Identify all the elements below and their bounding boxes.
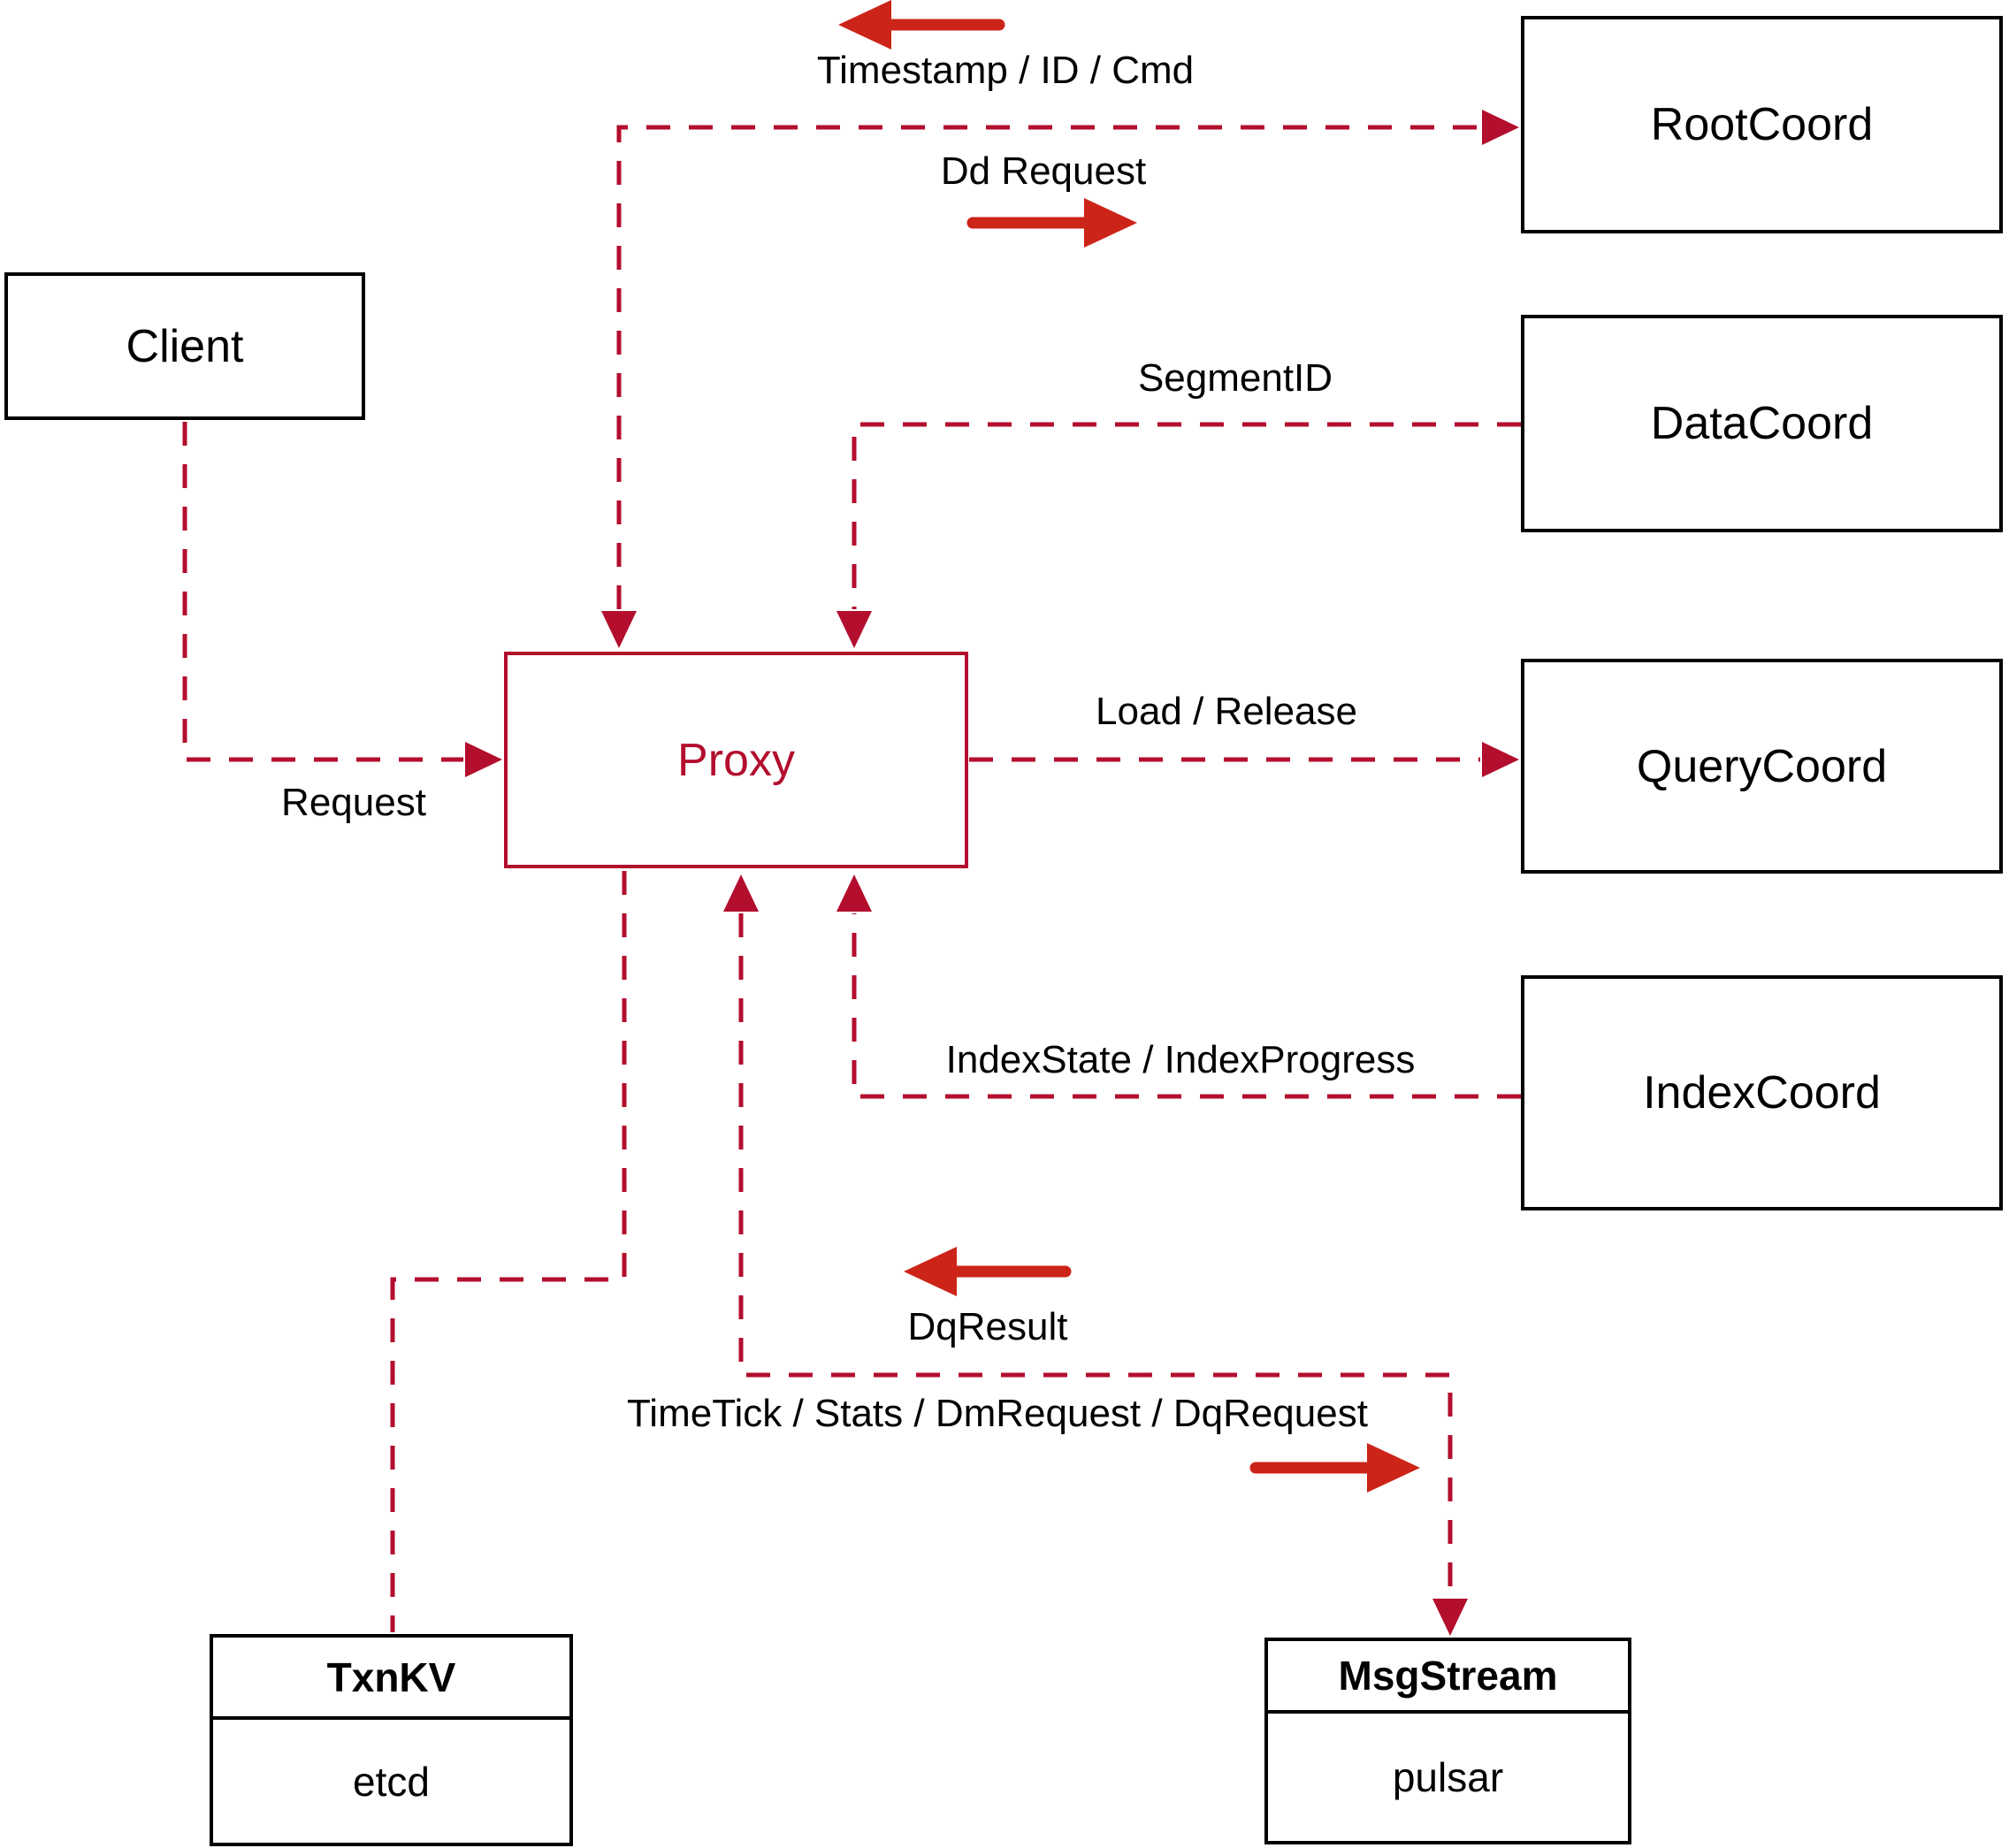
node-indexcoord: IndexCoord	[1521, 975, 2003, 1210]
node-rootcoord-label: RootCoord	[1650, 99, 1874, 150]
node-querycoord: QueryCoord	[1521, 659, 2003, 874]
node-rootcoord: RootCoord	[1521, 16, 2003, 233]
dq-result-left-arrow-icon	[904, 1247, 957, 1296]
edge-label-indexstate-indexprogress: IndexState / IndexProgress	[945, 1038, 1416, 1081]
timestamp-left-arrow-icon	[838, 0, 891, 50]
node-querycoord-label: QueryCoord	[1636, 740, 1888, 792]
edge-proxy-txnkv	[390, 871, 627, 1632]
node-proxy: Proxy	[504, 652, 968, 868]
arrowhead-into-querycoord-icon	[1482, 742, 1519, 777]
edge-indexcoord-proxy	[852, 913, 1521, 1099]
edge-proxy-rootcoord	[616, 125, 1480, 609]
edge-label-load-release: Load / Release	[1096, 690, 1357, 733]
node-indexcoord-label: IndexCoord	[1643, 1067, 1881, 1119]
edge-proxy-msgstream	[738, 913, 1453, 1597]
timetick-right-arrow-icon	[1367, 1443, 1420, 1493]
node-txnkv-value: etcd	[353, 1758, 430, 1805]
arrowhead-into-proxy-bottom-left-icon	[723, 874, 759, 912]
arrowhead-into-proxy-bottom-right-icon	[836, 874, 872, 912]
dd-request-right-arrow-icon	[1084, 198, 1137, 248]
edge-label-timestamp-id-cmd: Timestamp / ID / Cmd	[816, 49, 1195, 92]
arrowhead-into-proxy-left-icon	[465, 742, 502, 777]
arrowhead-into-proxy-top-left-icon	[601, 611, 637, 648]
node-txnkv-title: TxnKV	[213, 1638, 569, 1720]
node-client: Client	[4, 272, 365, 420]
arrowhead-into-msgstream-icon	[1432, 1599, 1468, 1636]
node-datacoord: DataCoord	[1521, 315, 2003, 532]
node-datacoord-label: DataCoord	[1650, 398, 1874, 449]
arrowhead-into-rootcoord-icon	[1482, 110, 1519, 145]
edge-label-segment-id: SegmentID	[1137, 356, 1333, 400]
node-msgstream-title: MsgStream	[1268, 1641, 1628, 1714]
edge-client-proxy	[182, 422, 463, 762]
edge-label-dq-result: DqResult	[907, 1305, 1068, 1348]
edge-datacoord-proxy	[852, 422, 1521, 609]
node-txnkv: TxnKV etcd	[210, 1634, 573, 1846]
arrowhead-into-proxy-top-right-icon	[836, 611, 872, 648]
edge-label-timetick-stats-dmrequest-dqrequest: TimeTick / Stats / DmRequest / DqRequest	[627, 1392, 1368, 1435]
edge-label-dd-request: Dd Request	[940, 149, 1147, 193]
node-client-label: Client	[126, 320, 244, 372]
node-msgstream-value: pulsar	[1392, 1754, 1504, 1800]
node-proxy-label: Proxy	[677, 734, 795, 786]
node-msgstream: MsgStream pulsar	[1264, 1638, 1631, 1844]
edge-label-request: Request	[281, 781, 426, 824]
